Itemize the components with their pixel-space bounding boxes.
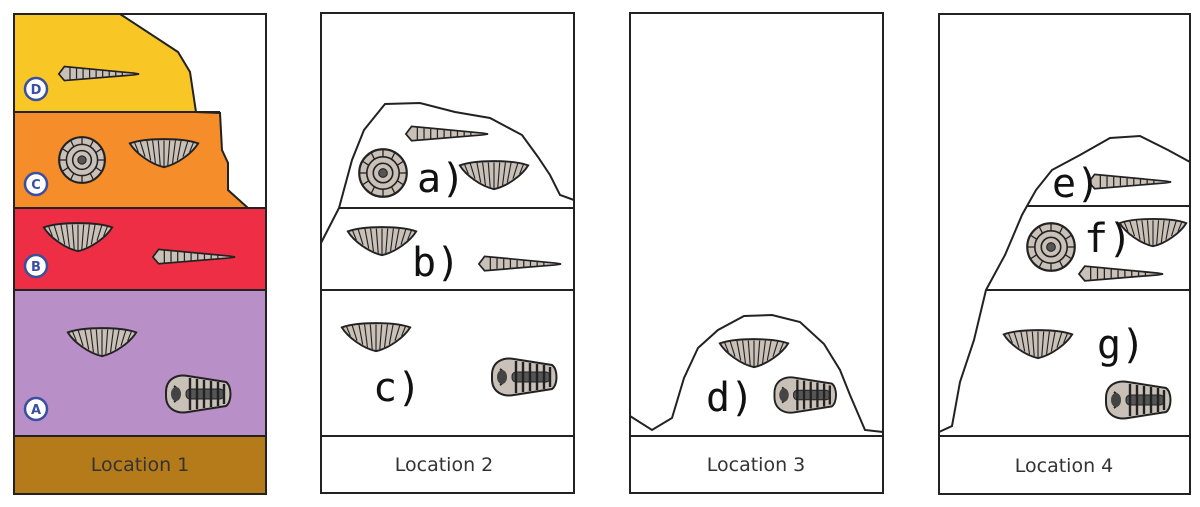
trilobite-fossil: [1104, 380, 1172, 420]
layer-a-letter: A: [31, 403, 41, 418]
layer-c-band: [14, 112, 248, 208]
layer-d-band: [14, 14, 196, 112]
layer-b-letter: B: [31, 260, 41, 275]
location-3-column: Location 3 d): [629, 12, 884, 494]
location-4-label: Location 4: [1015, 455, 1114, 477]
layer-a-band: [14, 290, 266, 436]
layer-a-badge: A: [23, 396, 49, 422]
location-2-label: Location 2: [395, 454, 494, 476]
location-4-outcrop-outline: [938, 134, 1191, 433]
location-3-label: Location 3: [707, 454, 806, 476]
layer-c-letter: C: [31, 178, 41, 193]
ammonite-fossil: [58, 136, 106, 184]
location-1-label-band: [14, 436, 266, 494]
region-label-c: c): [373, 365, 421, 411]
layer-d-badge: D: [23, 76, 49, 102]
trilobite-fossil: [490, 357, 558, 397]
location-2-outcrop-outline: [320, 101, 575, 244]
location-2-column: Location 2 a) b) c): [320, 12, 575, 494]
location-1-frame: [13, 13, 267, 495]
location-3-frame: [629, 12, 884, 494]
ammonite-fossil: [358, 148, 408, 198]
location-4-column: Location 4 e) f) g): [938, 13, 1191, 495]
region-label-a: a): [417, 156, 465, 202]
layer-b-band: [14, 208, 266, 290]
location-3-outcrop-outline: [629, 313, 884, 433]
location-1-label: Location 1: [91, 454, 190, 476]
ammonite-fossil: [1026, 222, 1076, 272]
region-label-g: g): [1097, 322, 1145, 368]
trilobite-fossil: [164, 374, 232, 414]
location-2-frame: [320, 12, 575, 494]
region-label-b: b): [412, 240, 460, 286]
region-label-d: d): [706, 375, 754, 421]
layer-c-badge: C: [23, 171, 49, 197]
trilobite-fossil: [773, 376, 838, 414]
region-label-f: f): [1084, 216, 1132, 262]
layer-d-letter: D: [31, 83, 42, 98]
location-1-column: Location 1 A B C D: [13, 13, 267, 495]
region-label-e: e): [1052, 161, 1100, 207]
layer-b-badge: B: [23, 253, 49, 279]
